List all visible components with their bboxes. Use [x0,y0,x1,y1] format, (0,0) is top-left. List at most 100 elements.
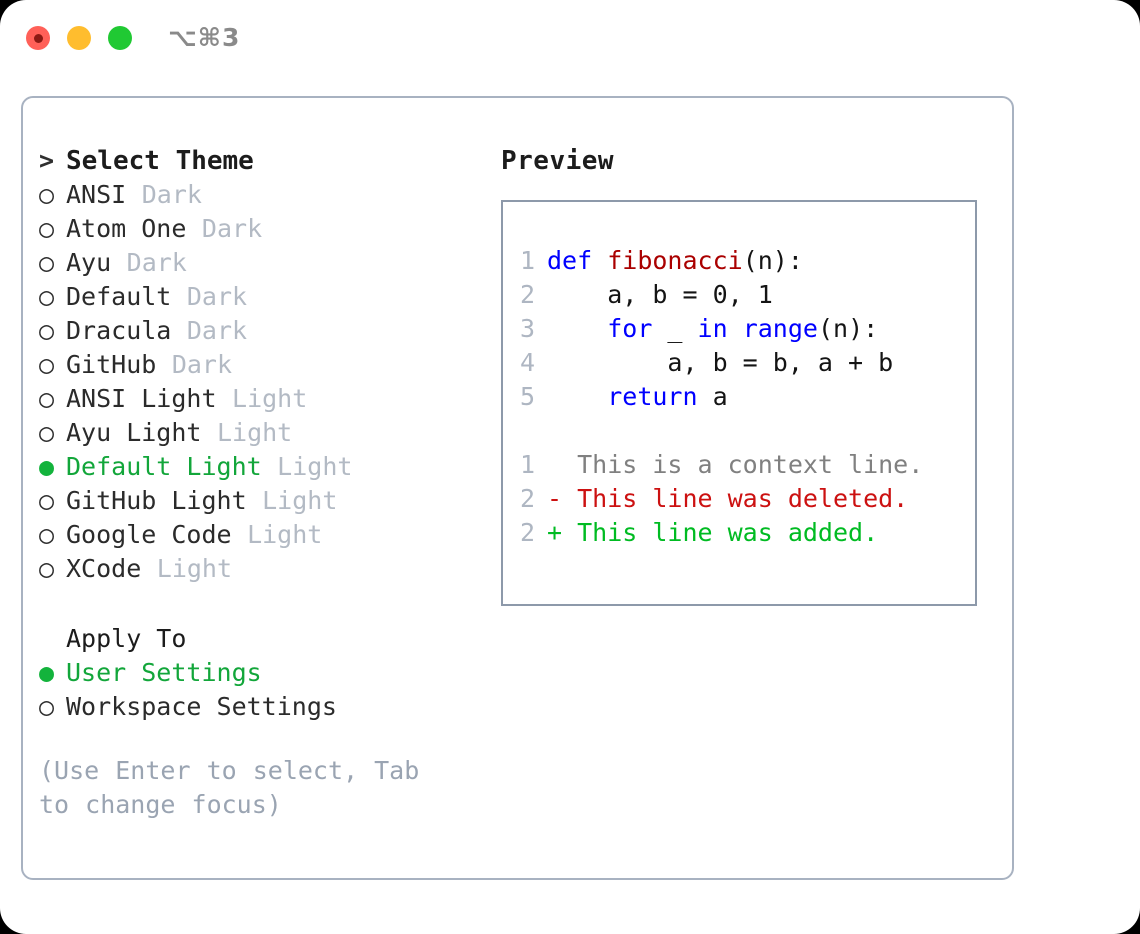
line-number: 4 [519,348,535,377]
theme-category-label: Light [156,554,233,583]
line-content: return a [547,380,728,414]
radio-unselected-icon[interactable]: ○ [39,520,55,549]
radio-unselected-icon[interactable]: ○ [39,384,55,413]
theme-name: XCode [66,554,142,583]
apply-to-label: User Settings [66,658,262,687]
radio-unselected-icon[interactable]: ○ [39,554,55,583]
theme-name: Atom One [66,214,187,243]
theme-name: Ayu [66,248,112,277]
line-number: 2 [519,518,535,547]
radio-unselected-icon[interactable]: ○ [39,316,55,345]
theme-name: ANSI [66,180,127,209]
radio-unselected-icon[interactable]: ○ [39,692,55,721]
theme-category-label: Dark [186,316,248,345]
code-token [592,246,607,275]
theme-category-label: Light [262,486,338,515]
code-token [547,314,607,343]
radio-unselected-icon[interactable]: ○ [39,248,55,277]
radio-selected-icon[interactable]: ● [39,452,55,481]
close-window-button[interactable] [26,26,50,50]
theme-list-item[interactable]: ○ Default Dark [39,280,479,314]
code-token: def [547,246,593,275]
theme-list-item[interactable]: ○ ANSI Dark [39,178,479,212]
code-line: 2 a, b = 0, 1 [517,278,969,312]
diff-line: 1 This is a context line. [517,448,969,482]
line-content: a, b = b, a + b [547,346,893,380]
theme-category-label: Dark [126,248,187,277]
diff-sample: 1 This is a context line.2- This line wa… [517,448,969,550]
radio-unselected-icon[interactable]: ○ [39,282,55,311]
theme-name: Google Code [66,520,232,549]
apply-to-option[interactable]: ● User Settings [39,656,479,690]
theme-list-item[interactable]: ○ Ayu Dark [39,246,479,280]
line-number: 5 [519,382,535,411]
radio-selected-icon[interactable]: ● [39,658,55,687]
code-token: This is a context line. [547,450,924,479]
code-diff-spacer [517,414,969,448]
select-theme-header: > Select Theme [39,144,479,178]
code-token: a [697,382,728,411]
prompt-caret-icon: > [39,146,55,175]
radio-unselected-icon[interactable]: ○ [39,418,55,447]
code-line: 4 a, b = b, a + b [517,346,969,380]
code-line: 3 for _ in range(n): [517,312,969,346]
apply-to-option[interactable]: ○Workspace Settings [39,690,479,724]
apply-to-heading: Apply To [66,624,187,653]
code-token: a, b = b, a + b [547,348,894,377]
line-content: a, b = 0, 1 [547,278,773,312]
line-content: - This line was deleted. [547,482,908,516]
line-number: 2 [519,484,535,513]
code-token [547,382,607,411]
theme-name: Dracula [66,316,172,345]
code-token: range [742,314,818,343]
code-token [728,314,743,343]
theme-list-item[interactable]: ○ XCode Light [39,552,479,586]
line-number: 3 [519,314,535,343]
diff-line: 2 - This line was deleted. [517,482,969,516]
radio-unselected-icon[interactable]: ○ [39,180,55,209]
theme-name: GitHub [66,350,157,379]
code-token: + This line was added. [547,518,879,547]
theme-list-item[interactable]: ○ Dracula Dark [39,314,479,348]
theme-category-label: Dark [171,350,233,379]
radio-unselected-icon[interactable]: ○ [39,350,55,379]
theme-list-item[interactable]: ○ GitHub Dark [39,348,479,382]
line-content: + This line was added. [547,516,878,550]
theme-category-label: Light [216,418,293,447]
line-number: 2 [519,280,535,309]
theme-category-label: Dark [186,282,248,311]
code-token: in [697,314,728,343]
line-content: for _ in range(n): [547,312,878,346]
apply-to-list: ● User Settings ○Workspace Settings [39,656,479,724]
code-token: a, b = 0, 1 [547,280,773,309]
maximize-window-button[interactable] [108,26,132,50]
theme-name: ANSI Light [66,384,217,413]
title-bar: ⌥⌘3 [0,0,1140,78]
radio-unselected-icon[interactable]: ○ [39,486,55,515]
preview-title: Preview [501,146,615,176]
code-token: fibonacci [607,246,743,275]
theme-name: Default [66,282,172,311]
code-token: for [607,314,653,343]
section-spacer [39,586,479,622]
line-content: This is a context line. [547,448,923,482]
code-token: (n): [817,314,879,343]
radio-unselected-icon[interactable]: ○ [39,214,55,243]
theme-name: GitHub Light [66,486,247,515]
theme-category-label: Light [232,384,308,413]
keyboard-hint-text: (Use Enter to select, Tab to change focu… [39,756,420,819]
theme-list-item[interactable]: ○ GitHub Light Light [39,484,479,518]
theme-category-label: Dark [141,180,202,209]
minimize-window-button[interactable] [67,26,91,50]
keyboard-shortcut-label: ⌥⌘3 [168,23,241,52]
code-token: return [607,382,698,411]
theme-list-item[interactable]: ○ ANSI Light Light [39,382,479,416]
